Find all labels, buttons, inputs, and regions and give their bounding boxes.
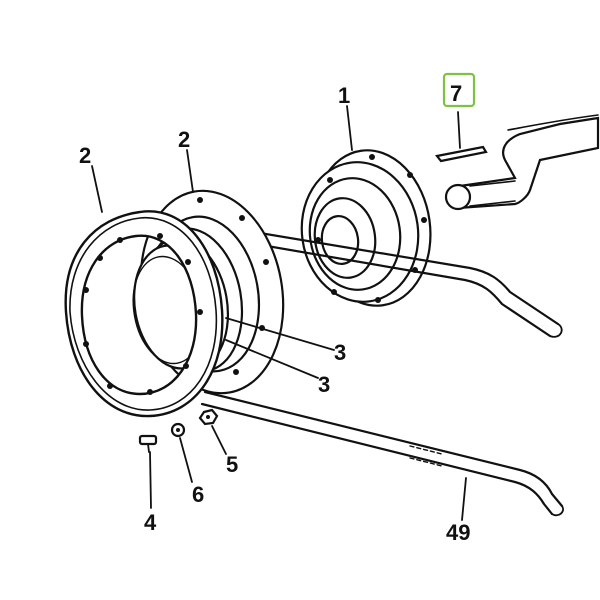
bolt-part-4 <box>138 434 158 453</box>
callout-7: 7 <box>450 81 462 106</box>
tube-part-49 <box>200 390 564 517</box>
part-7-highlight-box <box>442 72 476 108</box>
callout-49: 49 <box>446 520 470 545</box>
callout-6: 6 <box>192 482 204 507</box>
callout-4: 4 <box>144 510 157 535</box>
leader-lines <box>91 105 467 521</box>
key-part-7 <box>435 145 488 163</box>
callout-labels: 1 7 2 2 3 3 5 6 4 49 <box>79 81 470 545</box>
callout-1: 1 <box>338 83 350 108</box>
callout-3-upper: 3 <box>334 340 346 365</box>
flange-plate-part-2-front <box>64 210 224 418</box>
nut-part-5 <box>198 408 219 426</box>
tube-upper <box>228 226 563 338</box>
callout-3-lower: 3 <box>318 372 330 397</box>
axle-shaft <box>444 114 600 211</box>
washer-part-6 <box>170 422 186 438</box>
callout-2-front: 2 <box>79 143 91 168</box>
hub-flange-part-1 <box>300 149 432 307</box>
callout-5: 5 <box>226 452 238 477</box>
callout-2-rear: 2 <box>178 127 190 152</box>
